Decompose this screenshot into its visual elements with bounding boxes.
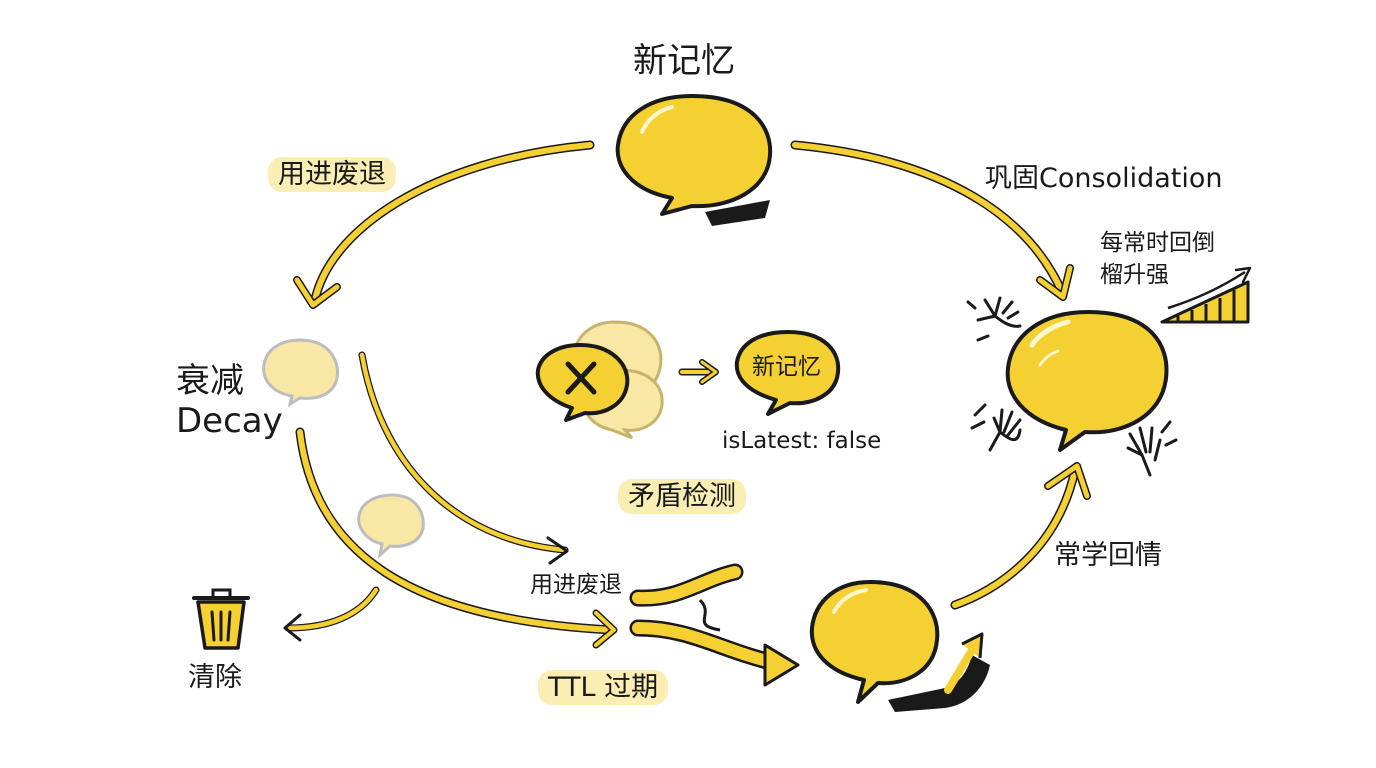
hand-icon — [966, 296, 1022, 342]
x-mark-icon — [565, 361, 597, 395]
consolidation-label: 巩固Consolidation — [985, 163, 1223, 194]
arrow-right-icon — [678, 359, 719, 385]
trash-can-icon — [192, 588, 250, 650]
glowing-speech-bubble-icon — [1005, 310, 1169, 452]
cleanup-label: 清除 — [188, 662, 242, 693]
new-memory-small-bubble-icon — [734, 330, 841, 416]
strengthen-label-line2: 榴升强 — [1100, 262, 1169, 288]
new-memory-label: 新记忆 — [633, 41, 735, 81]
is-latest-status: isLatest: false — [722, 428, 882, 454]
frequent-recall-label: 常学回情 — [1054, 540, 1162, 571]
hand-icon — [970, 403, 1022, 452]
conflict-cluster — [535, 320, 664, 440]
decay-label-line2: Decay — [176, 401, 283, 441]
arrow-new-to-consolidated — [790, 140, 1074, 301]
faded-speech-bubble-icon — [262, 338, 340, 408]
merge-branch — [629, 563, 800, 687]
conflict-new-memory-label: 新记忆 — [752, 354, 821, 380]
conflict-detection-label: 矛盾检测 — [618, 479, 746, 515]
refreshed-speech-bubble-icon — [809, 580, 990, 712]
arrow-decay-to-use-or-lose — [358, 351, 569, 565]
arrow-new-to-decay — [293, 140, 595, 309]
decay-label-line1: 衰减 — [176, 361, 244, 401]
strength-bar-chart-icon — [1160, 266, 1252, 324]
arrow-decay-to-merge — [295, 427, 618, 649]
use-or-lose-top-label: 用进废退 — [268, 157, 396, 193]
strengthen-label-line1: 每常时回倒 — [1100, 230, 1215, 256]
hand-icon — [1126, 420, 1178, 477]
faded-speech-bubble-icon — [357, 493, 425, 560]
arrow-to-cleanup — [283, 586, 380, 642]
new-memory-bubble-icon — [615, 94, 773, 226]
ttl-expire-label: TTL 过期 — [538, 670, 669, 706]
arrow-refreshed-to-consolidated — [950, 462, 1091, 610]
use-or-lose-mid-label: 用进废退 — [530, 572, 622, 598]
